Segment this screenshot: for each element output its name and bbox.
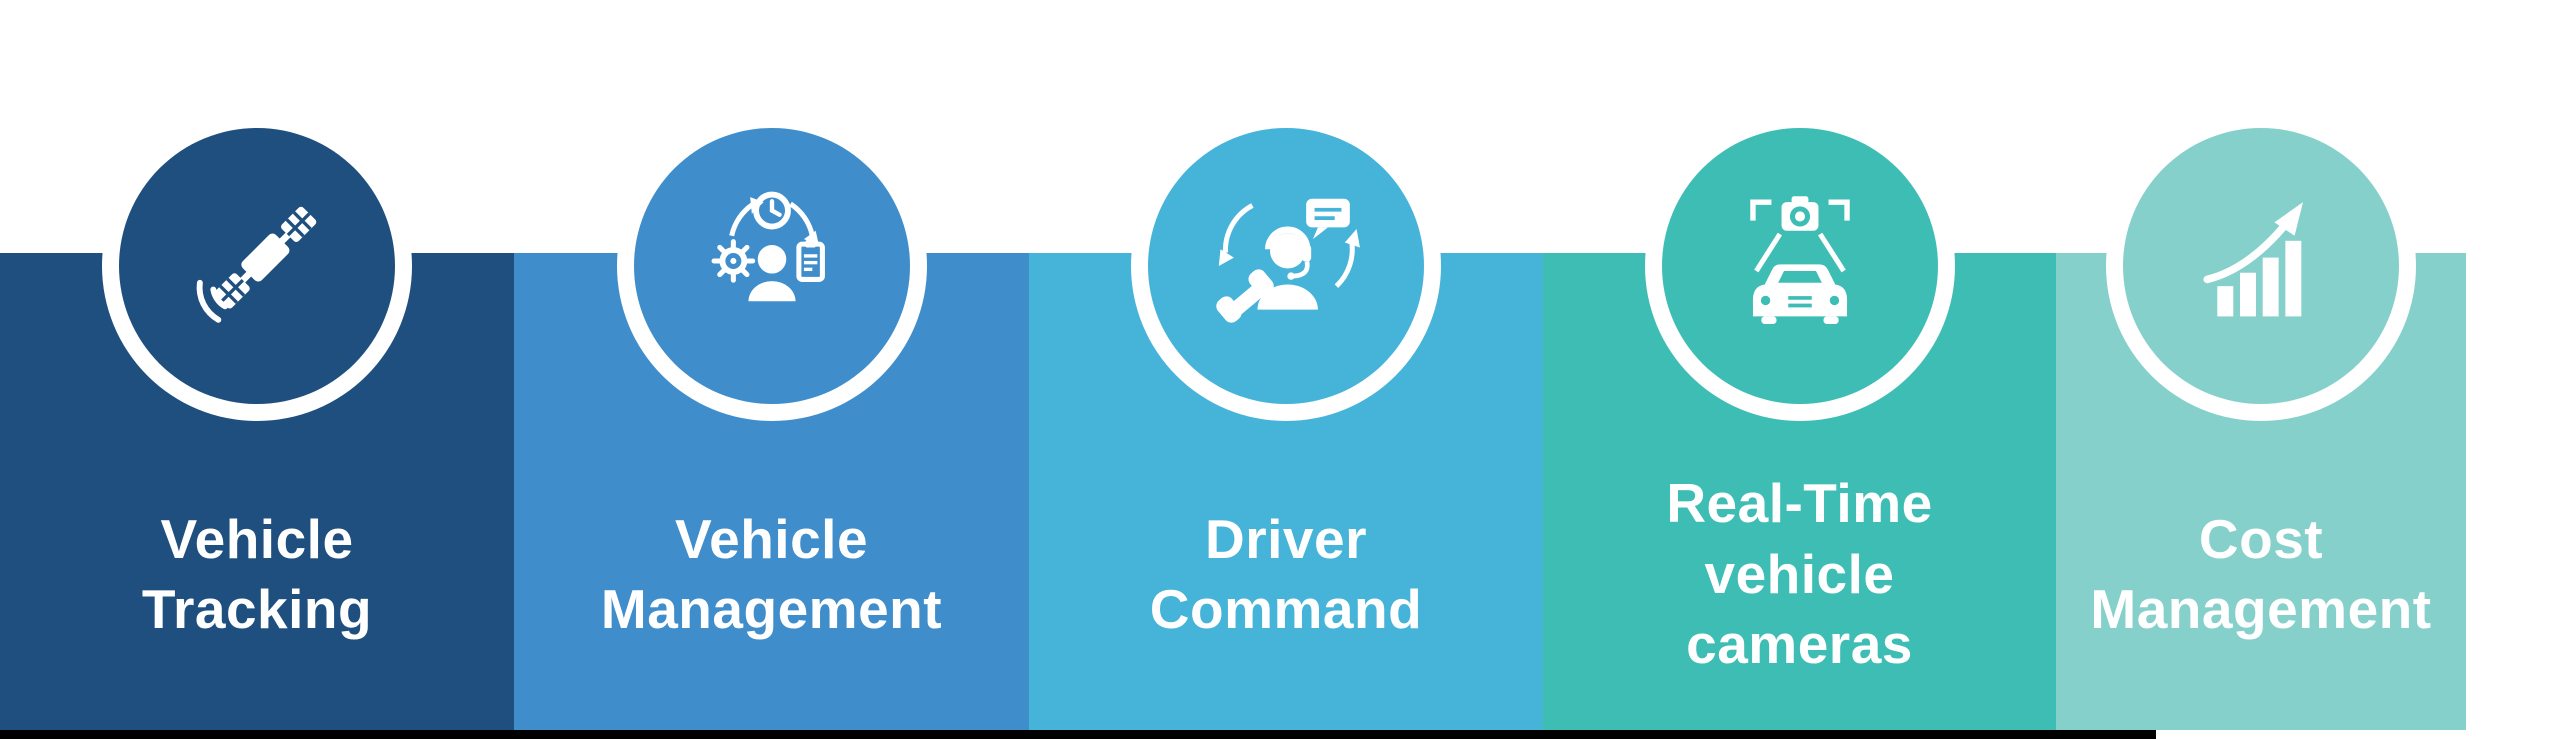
feature-label: Vehicle Tracking (141, 507, 373, 640)
feature-label: Cost Management (2090, 507, 2432, 640)
feature-label: Vehicle Management (600, 507, 943, 640)
vehicle-cameras-icon (1749, 196, 1850, 324)
icon-circle (1661, 128, 1938, 404)
bottom-bar (0, 730, 2156, 739)
icon-badge-ring (102, 111, 412, 421)
panel-cost-management: Cost Management (2056, 111, 2466, 730)
icon-circle (633, 128, 910, 404)
cost-management-icon (2203, 202, 2303, 317)
vehicle-management-icon (711, 191, 825, 302)
icon-badge-ring (616, 111, 927, 421)
icon-circle (1148, 128, 1424, 404)
panel-vehicle-management: Vehicle Management (514, 111, 1029, 730)
feature-label-wrap: Cost Management (2056, 418, 2466, 730)
panel-vehicle-tracking: Vehicle Tracking (0, 111, 514, 730)
driver-command-icon (1216, 198, 1360, 323)
icon-badge-ring (2106, 111, 2416, 421)
icon-badge-ring (1131, 111, 1441, 421)
panel-vehicle-cameras: Real-Time vehicle cameras (1543, 111, 2056, 730)
satellite-icon (196, 206, 317, 323)
feature-label-wrap: Real-Time vehicle cameras (1543, 418, 2056, 730)
feature-label: Real-Time vehicle cameras (1666, 472, 1933, 676)
panel-driver-command: Driver Command (1029, 111, 1543, 730)
icon-badge-ring (1644, 111, 1955, 421)
feature-label: Driver Command (1149, 507, 1423, 640)
icon-circle (119, 128, 395, 404)
feature-label-wrap: Vehicle Management (514, 418, 1029, 730)
icon-circle (2123, 128, 2399, 404)
feature-label-wrap: Vehicle Tracking (0, 418, 514, 730)
feature-label-wrap: Driver Command (1029, 418, 1543, 730)
